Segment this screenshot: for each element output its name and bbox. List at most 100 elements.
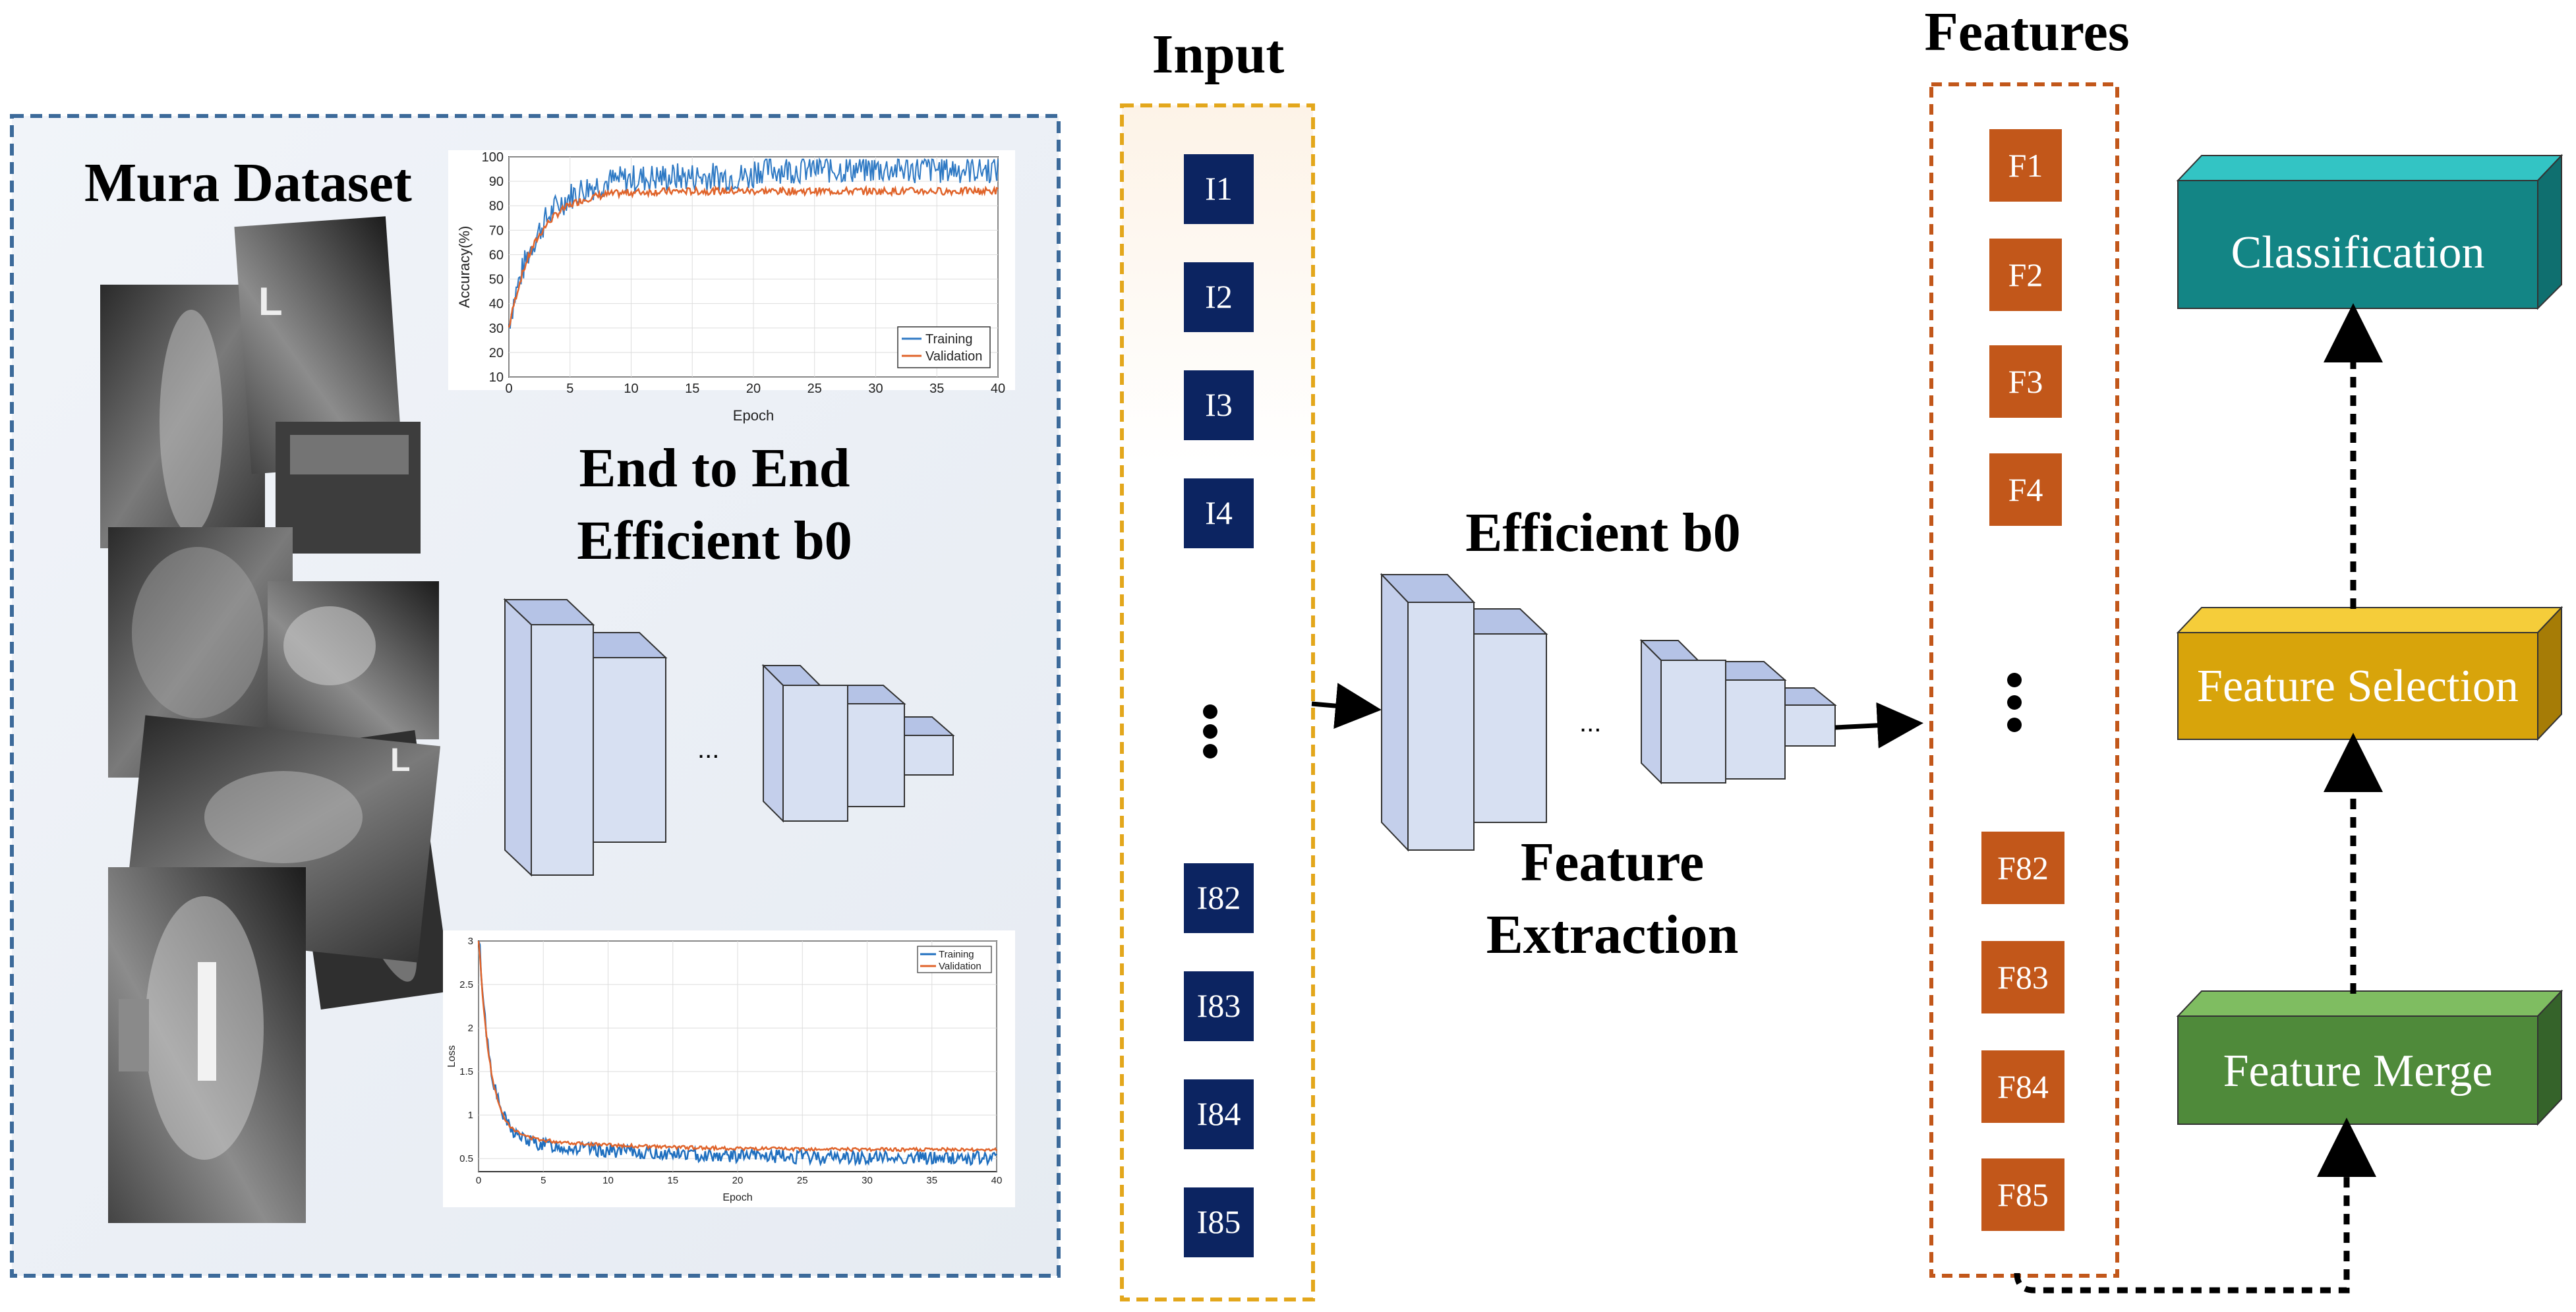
feature-box-85 <box>1981 1158 2064 1231</box>
features-ellipsis-dot-2 <box>2007 695 2022 710</box>
extraction-cube-5-front <box>1784 704 1836 747</box>
loss-legend-validation: Validation <box>939 961 981 972</box>
xray-collage: L L <box>100 216 452 1223</box>
loss-validation-line <box>477 940 998 1153</box>
feature-box-1 <box>1989 129 2062 202</box>
loss-x-tick: 25 <box>797 1175 808 1186</box>
panel-cube-1-side <box>504 598 532 877</box>
classification-block-top <box>2176 155 2563 181</box>
accuracy-x-tick: 10 <box>624 382 638 396</box>
loss-x-tick: 15 <box>667 1175 678 1186</box>
panel-cube-4-front <box>847 703 905 807</box>
panel-cube-2-front <box>593 657 666 843</box>
panel-ellipsis: ... <box>697 735 719 764</box>
xray-marker-L2: L <box>390 741 411 778</box>
extraction-label-1: Feature <box>1521 832 1704 893</box>
extraction-cube-4-top <box>1725 661 1787 681</box>
feature-box-84 <box>1981 1050 2064 1123</box>
accuracy-legend-validation: Validation <box>925 349 982 364</box>
input-box-2 <box>1184 262 1254 332</box>
accuracy-y-tick: 80 <box>489 199 504 214</box>
feature-selection-block: Feature Selection <box>2176 606 2563 741</box>
input-items-bottom: I82 I83 I84 I85 <box>1184 863 1254 1257</box>
accuracy-y-tick: 10 <box>489 370 504 385</box>
input-box-85-label: I85 <box>1197 1203 1241 1240</box>
xray-cast <box>290 435 409 474</box>
panel-cnn-blocks: ... <box>503 598 955 877</box>
feature-box-82-label: F82 <box>1997 849 2049 886</box>
loss-ylabel: Loss <box>446 1045 457 1068</box>
extraction-cube-3-front <box>1660 660 1726 784</box>
loss-y-tick: 2.5 <box>459 979 473 990</box>
accuracy-x-tick: 40 <box>991 382 1005 396</box>
accuracy-x-tick: 30 <box>868 382 883 396</box>
accuracy-validation-line <box>508 185 999 328</box>
extraction-cube-1-side <box>1381 573 1409 852</box>
features-ellipsis-dot-3 <box>2007 718 2022 732</box>
xray-joint <box>204 771 363 863</box>
panel-cube-5-front <box>904 735 954 776</box>
xray-shoulder <box>283 606 376 685</box>
loss-x-tick: 40 <box>991 1175 1003 1186</box>
feature-box-4-label: F4 <box>2008 471 2043 508</box>
loss-legend <box>917 946 992 973</box>
input-box-1 <box>1184 154 1254 224</box>
extraction-title: Efficient b0 <box>1465 502 1741 563</box>
loss-x-tick: 30 <box>862 1175 873 1186</box>
accuracy-legend <box>897 326 991 368</box>
features-title: Features <box>1924 1 2129 63</box>
xray-bone-1 <box>160 310 223 534</box>
accuracy-y-tick: 60 <box>489 248 504 262</box>
accuracy-x-tick: 35 <box>929 382 944 396</box>
feature-box-2 <box>1989 239 2062 311</box>
accuracy-training-line <box>508 157 999 329</box>
extraction-cube-3-side <box>1641 639 1662 785</box>
accuracy-x-tick: 0 <box>505 382 512 396</box>
accuracy-x-tick: 25 <box>807 382 822 396</box>
accuracy-y-tick: 100 <box>482 150 504 165</box>
loss-y-tick: 2 <box>468 1023 473 1034</box>
feature-merge-block: Feature Merge <box>2176 989 2563 1126</box>
input-box-3-label: I3 <box>1205 386 1233 423</box>
xray-tag <box>119 999 149 1071</box>
accuracy-y-tick: 90 <box>489 175 504 189</box>
feature-box-82 <box>1981 832 2064 904</box>
feature-box-83-label: F83 <box>1997 959 2049 996</box>
loss-x-tick: 10 <box>602 1175 614 1186</box>
extraction-cube-4 <box>1725 661 1787 780</box>
feature-box-83 <box>1981 941 2064 1013</box>
loss-y-tick: 1.5 <box>459 1066 473 1077</box>
loss-x-tick: 5 <box>541 1175 546 1186</box>
feature-box-3-label: F3 <box>2008 363 2043 400</box>
xray-marker-L: L <box>258 279 283 324</box>
extraction-cube-2-front <box>1473 633 1547 823</box>
extraction-cube-5-top <box>1784 687 1837 706</box>
input-box-85 <box>1184 1187 1254 1257</box>
arrow-features-to-merge <box>2014 1118 2376 1294</box>
features-ellipsis-dot-1 <box>2007 673 2022 687</box>
extraction-cube-5 <box>1784 687 1837 747</box>
extraction-cube-1-front <box>1407 602 1475 851</box>
feature-selection-label: Feature Selection <box>2197 661 2519 712</box>
input-box-84-label: I84 <box>1197 1095 1241 1132</box>
accuracy-legend-training: Training <box>925 332 973 347</box>
loss-y-tick: 0.5 <box>459 1153 473 1164</box>
feature-merge-label: Feature Merge <box>2223 1046 2493 1097</box>
accuracy-y-tick: 50 <box>489 273 504 287</box>
feature-items-bottom: F82 F83 F84 F85 <box>1981 832 2064 1231</box>
input-box-82 <box>1184 863 1254 933</box>
accuracy-y-tick: 70 <box>489 223 504 238</box>
extraction-cube-2 <box>1473 608 1548 823</box>
input-box-3 <box>1184 370 1254 440</box>
input-box-4-label: I4 <box>1205 494 1233 531</box>
feature-merge-block-top <box>2176 990 2563 1017</box>
dataset-title: Mura Dataset <box>84 152 412 214</box>
input-box-2-label: I2 <box>1205 278 1233 315</box>
panel-cube-1 <box>503 598 595 877</box>
